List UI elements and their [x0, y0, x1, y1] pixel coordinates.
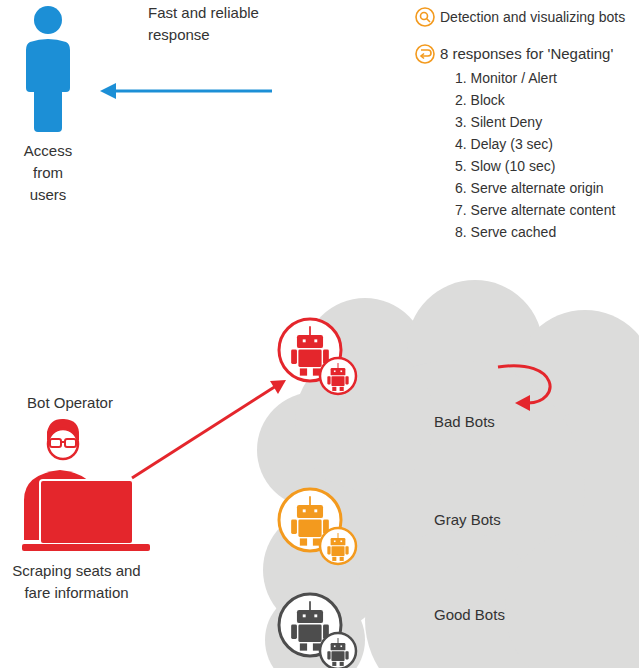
actor-caption: Scraping seats and fare information: [4, 560, 149, 604]
bot-cloud: Bad BotsGray BotsGood Bots: [255, 290, 639, 668]
bot-icon: [327, 363, 348, 391]
negate-arrowhead: [515, 395, 530, 411]
list-item: 5. Slow (10 sec): [455, 155, 555, 177]
attack-arrow: [132, 380, 286, 478]
list-item: 1. Monitor / Alert: [455, 67, 557, 89]
actor-label: Bot Operator: [20, 392, 120, 414]
bot-icon: [327, 638, 348, 666]
list-item: 7. Serve alternate content: [455, 199, 615, 221]
response-arrow: [100, 83, 272, 99]
bot-category-label: Gray Bots: [434, 509, 501, 531]
list-item: 4. Delay (3 sec): [455, 133, 553, 155]
search-icon: [416, 8, 434, 26]
list-item: 6. Serve alternate origin: [455, 177, 604, 199]
negate-arrow: [498, 366, 550, 403]
actor-label: Access from users: [13, 140, 83, 206]
list-item: 8. Serve cached: [455, 221, 556, 243]
list-item: 2. Block: [455, 89, 505, 111]
user-icon: [26, 6, 70, 132]
refresh-icon: [416, 45, 434, 63]
operator-icon: [22, 419, 150, 551]
feature-heading: Detection and visualizing bots: [440, 6, 625, 28]
feature-heading: 8 responses for 'Negating': [440, 43, 613, 65]
list-item: 3. Silent Deny: [455, 111, 542, 133]
bot-category-label: Bad Bots: [434, 411, 495, 433]
bot-category-label: Good Bots: [434, 604, 505, 626]
arrow-label: Fast and reliable response: [148, 2, 283, 46]
bot-icon: [327, 533, 348, 561]
